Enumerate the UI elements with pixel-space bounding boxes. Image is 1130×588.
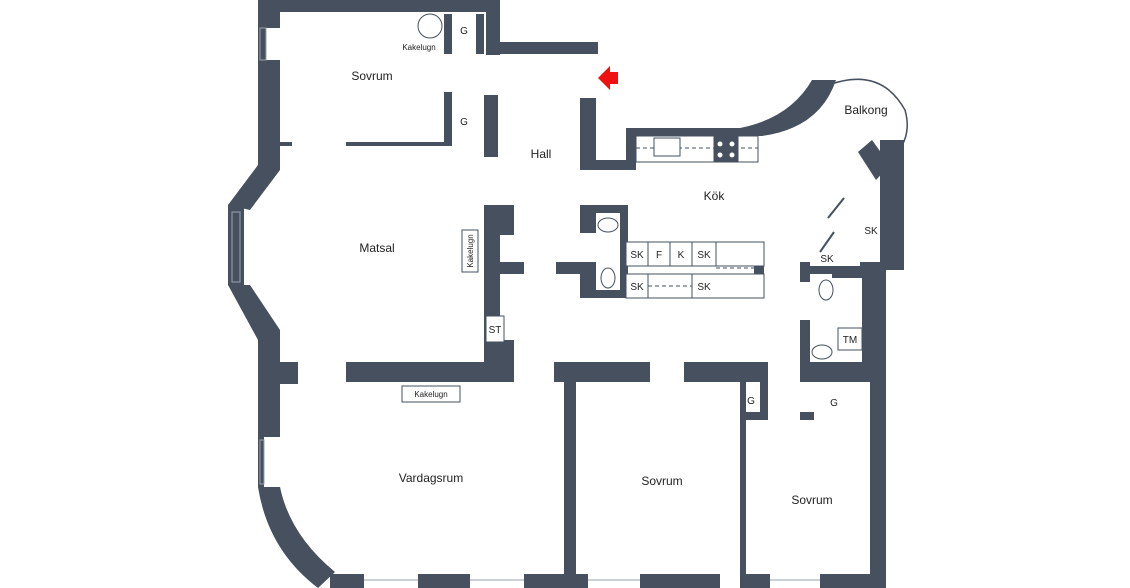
fixture-label-sk-2: SK — [697, 250, 711, 261]
toilet-icon — [600, 267, 616, 289]
fixture-label-tm: TM — [843, 335, 857, 346]
fixture-label-sk-1: SK — [630, 250, 644, 261]
fixtures — [401, 13, 863, 403]
fixture-label-sk-small: SK — [820, 254, 834, 265]
washbasin-right-icon — [811, 344, 833, 360]
kitchen-sink-icon — [653, 137, 681, 157]
room-label-sovrum-top: Sovrum — [351, 69, 392, 83]
fixture-label-sk-right: SK — [864, 226, 878, 237]
fixture-label-kakelugn-matsal: Kakelugn — [466, 234, 475, 267]
fixture-label-kakelugn-vardagsrum: Kakelugn — [414, 390, 447, 399]
room-label-hall: Hall — [531, 147, 552, 161]
fixture-label-kakelugn-top: Kakelugn — [402, 43, 435, 52]
kakelugn-top-icon — [417, 13, 443, 39]
entrance-arrow-icon — [598, 66, 618, 90]
room-label-sovrum-right: Sovrum — [791, 493, 832, 507]
kakelugn-vardagsrum-box — [401, 385, 461, 403]
st-box — [485, 315, 505, 343]
room-label-sovrum-mid: Sovrum — [641, 474, 682, 488]
room-label-vardagsrum: Vardagsrum — [399, 471, 463, 485]
walls — [228, 0, 904, 588]
fixture-label-st: ST — [489, 325, 502, 336]
tm-box — [837, 327, 863, 351]
fixture-label-f: F — [656, 250, 662, 261]
fixture-label-g-hall: G — [460, 117, 468, 128]
stove-icon — [713, 135, 739, 163]
room-label-kok: Kök — [704, 189, 726, 203]
balcony-outline — [825, 78, 908, 169]
kakelugn-matsal-box — [461, 229, 479, 273]
fixture-label-g-right: G — [830, 398, 838, 409]
fixture-label-k: K — [678, 250, 685, 261]
room-label-matsal: Matsal — [359, 241, 394, 255]
fixture-label-g-top: G — [460, 26, 468, 37]
toilet-right-icon — [818, 279, 834, 301]
room-label-balkong: Balkong — [844, 103, 887, 117]
fixture-label-g-mid: G — [747, 396, 755, 407]
windows — [231, 27, 820, 581]
fixture-label-sk-4: SK — [697, 282, 711, 293]
fixture-label-sk-3: SK — [630, 282, 644, 293]
washbasin-icon — [597, 217, 619, 233]
